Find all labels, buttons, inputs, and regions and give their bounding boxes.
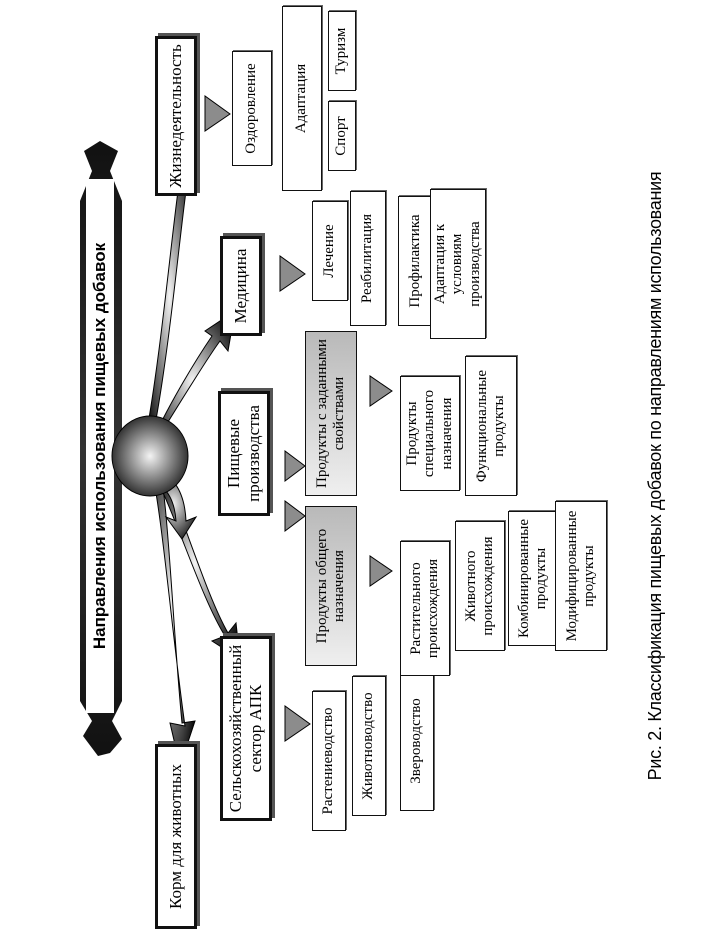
agri-item-livestock: Животноводство: [352, 676, 386, 816]
general-item-modified: Модифицированные продукты: [555, 501, 607, 651]
medicine-item-treatment: Лечение: [312, 201, 348, 301]
medicine-item-adaptation: Адаптация к условиям производства: [430, 189, 486, 339]
general-item-combined: Комбинированные продукты: [508, 511, 558, 646]
life-item-sport: Спорт: [328, 101, 356, 171]
direction-food: Пищевые производства: [218, 391, 270, 516]
special-item-functional: Функциональные продукты: [465, 356, 517, 496]
medicine-item-rehabilitation: Реабилитация: [350, 191, 386, 326]
general-item-plant-origin: Растительного происхождения: [400, 541, 450, 676]
direction-life: Жизнедеятельность: [155, 36, 197, 196]
direction-medicine: Медицина: [220, 236, 262, 336]
food-group-general: Продукты общего назначения: [305, 506, 357, 666]
special-item-special-purpose: Продукты специального назначения: [400, 376, 460, 491]
distribution-arrows: [111, 149, 241, 768]
life-item-adaptation: Адаптация: [282, 6, 322, 191]
food-group-special: Продукты с заданными свойствами: [305, 331, 357, 496]
general-item-animal-origin: Животного происхождения: [455, 521, 505, 651]
life-item-tourism: Туризм: [328, 11, 356, 91]
medicine-item-prevention: Профилактика: [398, 196, 434, 326]
direction-agri: Сельскохозяйственный сектор АПК: [220, 636, 272, 821]
direction-feed: Корм для животных: [155, 744, 197, 929]
figure-caption: Рис. 2. Классификация пищевых добавок по…: [644, 171, 665, 781]
page-title: Направления использования пищевых добаво…: [90, 242, 109, 650]
agri-item-plants: Растениеводство: [312, 691, 346, 831]
life-item-wellness: Оздоровление: [232, 51, 272, 166]
agri-item-fur-farming: Звероводство: [400, 671, 434, 811]
pointer-triangles: [204, 95, 393, 742]
